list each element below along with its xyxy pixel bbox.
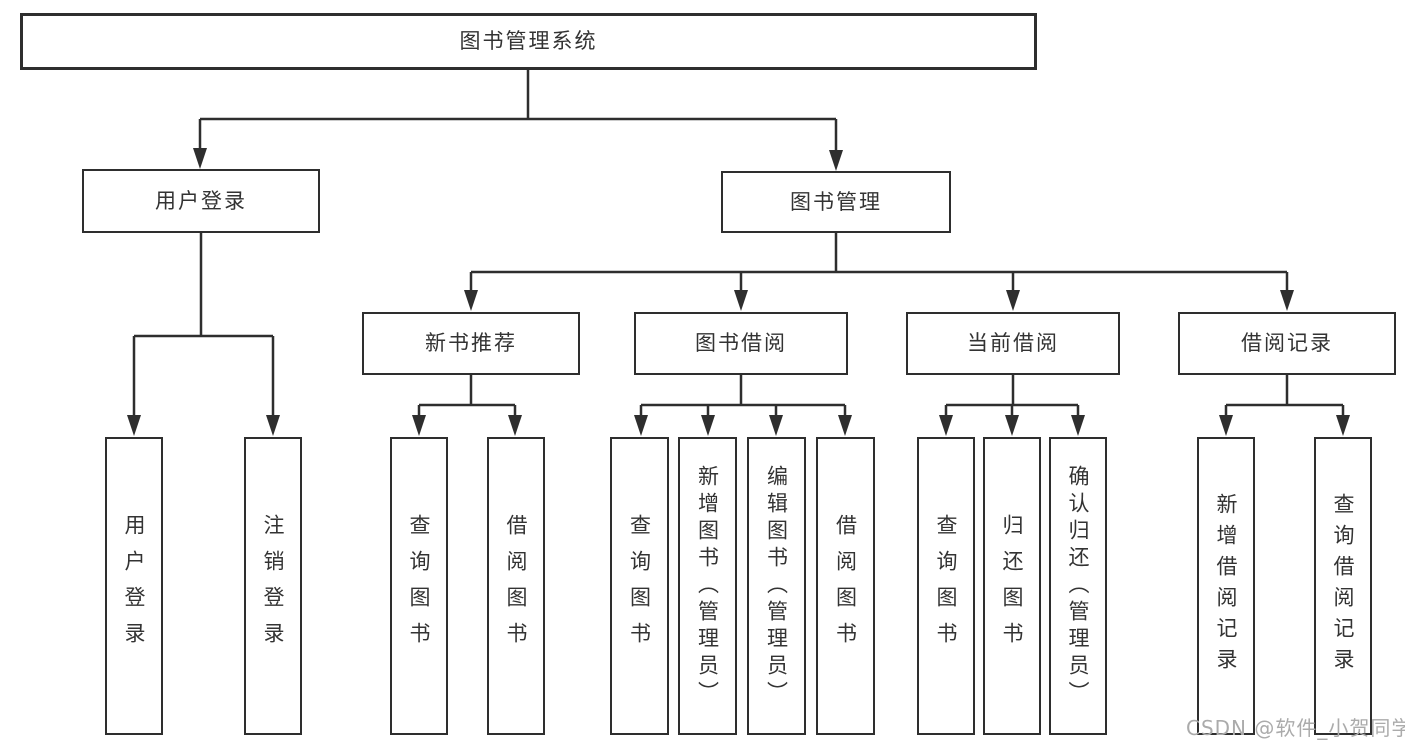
node-library-management-system: 图书管理系统 bbox=[20, 13, 1037, 70]
leaf-confirm-return-admin: 确认归还（管理员） bbox=[1049, 437, 1107, 735]
leaf-logout: 注销登录 bbox=[244, 437, 302, 735]
leaf-query-books-current: 查询图书 bbox=[917, 437, 975, 735]
node-new-book-recommendation-label: 新书推荐 bbox=[425, 331, 517, 355]
node-borrowing-records-label: 借阅记录 bbox=[1241, 331, 1333, 355]
node-user-login: 用户登录 bbox=[82, 169, 320, 233]
node-borrowing-records: 借阅记录 bbox=[1178, 312, 1396, 375]
node-book-borrowing: 图书借阅 bbox=[634, 312, 848, 375]
node-library-management-system-label: 图书管理系统 bbox=[459, 29, 598, 53]
leaf-query-borrow-record-label: 查询借阅记录 bbox=[1331, 493, 1356, 679]
leaf-add-books-admin-label: 新增图书（管理员） bbox=[695, 464, 720, 708]
leaf-edit-books-admin-label: 编辑图书（管理员） bbox=[764, 464, 789, 708]
leaf-user-login-label: 用户登录 bbox=[122, 514, 147, 658]
node-book-management: 图书管理 bbox=[721, 171, 951, 233]
leaf-query-books-current-label: 查询图书 bbox=[934, 514, 959, 658]
node-user-login-label: 用户登录 bbox=[155, 188, 247, 213]
leaf-add-borrow-record-label: 新增借阅记录 bbox=[1214, 493, 1239, 679]
leaf-query-books-borrow-label: 查询图书 bbox=[627, 514, 652, 658]
leaf-edit-books-admin: 编辑图书（管理员） bbox=[747, 437, 806, 735]
leaf-borrow-books-borrow-label: 借阅图书 bbox=[833, 514, 858, 658]
leaf-logout-label: 注销登录 bbox=[261, 514, 286, 658]
leaf-user-login: 用户登录 bbox=[105, 437, 163, 735]
node-new-book-recommendation: 新书推荐 bbox=[362, 312, 580, 375]
node-book-management-label: 图书管理 bbox=[790, 189, 882, 214]
node-current-borrowing-label: 当前借阅 bbox=[967, 331, 1059, 355]
leaf-confirm-return-admin-label: 确认归还（管理员） bbox=[1066, 464, 1091, 708]
leaf-query-books-recommend-label: 查询图书 bbox=[407, 514, 432, 658]
node-current-borrowing: 当前借阅 bbox=[906, 312, 1120, 375]
leaf-query-books-borrow: 查询图书 bbox=[610, 437, 669, 735]
leaf-query-borrow-record: 查询借阅记录 bbox=[1314, 437, 1372, 735]
leaf-return-books-label: 归还图书 bbox=[1000, 514, 1025, 658]
node-book-borrowing-label: 图书借阅 bbox=[695, 331, 787, 355]
leaf-borrow-books-recommend-label: 借阅图书 bbox=[504, 514, 529, 658]
leaf-add-borrow-record: 新增借阅记录 bbox=[1197, 437, 1255, 735]
leaf-add-books-admin: 新增图书（管理员） bbox=[678, 437, 737, 735]
leaf-borrow-books-recommend: 借阅图书 bbox=[487, 437, 545, 735]
leaf-borrow-books-borrow: 借阅图书 bbox=[816, 437, 875, 735]
leaf-return-books: 归还图书 bbox=[983, 437, 1041, 735]
leaf-query-books-recommend: 查询图书 bbox=[390, 437, 448, 735]
watermark: CSDN @软件_小贺同学 bbox=[1186, 716, 1405, 740]
